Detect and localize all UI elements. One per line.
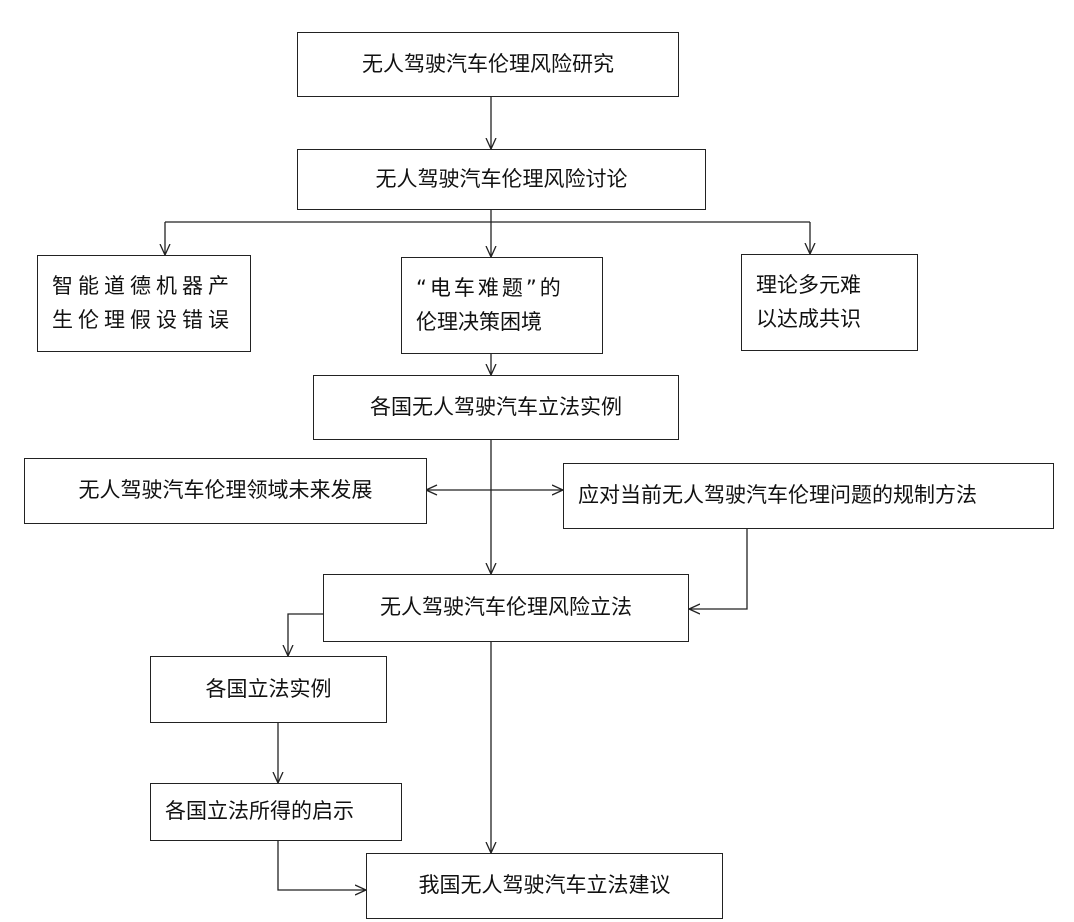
node-risk-legislation-label: 无人驾驶汽车伦理风险立法 [380,595,632,620]
node-trolley: “电车难题”的 伦理决策困境 [401,257,603,354]
node-regulation-methods: 应对当前无人驾驶汽车伦理问题的规制方法 [563,463,1054,529]
arrow-legislation-to-examples [288,613,323,656]
node-smart-moral-line2: 生伦理假设错误 [52,307,234,332]
node-future-development-label: 无人驾驶汽车伦理领域未来发展 [78,478,373,503]
node-research-label: 无人驾驶汽车伦理风险研究 [362,51,614,76]
node-legislation-insights: 各国立法所得的启示 [150,783,402,841]
node-regulation-methods-label: 应对当前无人驾驶汽车伦理问题的规制方法 [578,483,977,508]
node-china-suggestions: 我国无人驾驶汽车立法建议 [366,853,723,919]
node-smart-moral-line1: 智能道德机器产 [52,273,234,298]
arrow-regulation-to-legislation [689,529,748,609]
node-trolley-line1: “电车难题”的 [416,275,564,300]
node-research: 无人驾驶汽车伦理风险研究 [297,32,679,97]
node-legislation-examples: 各国立法实例 [150,656,387,723]
node-legislation-insights-label: 各国立法所得的启示 [165,799,354,824]
node-country-cases-label: 各国无人驾驶汽车立法实例 [370,394,622,419]
node-discussion: 无人驾驶汽车伦理风险讨论 [297,149,706,210]
node-pluralism: 理论多元难 以达成共识 [741,254,918,351]
node-discussion-label: 无人驾驶汽车伦理风险讨论 [375,166,628,191]
node-pluralism-line2: 以达成共识 [756,306,861,331]
node-legislation-examples-label: 各国立法实例 [205,676,332,701]
node-china-suggestions-label: 我国无人驾驶汽车立法建议 [418,873,671,898]
node-country-cases: 各国无人驾驶汽车立法实例 [313,375,679,440]
node-trolley-line2: 伦理决策困境 [416,309,542,334]
arrow-insights-to-china [277,841,366,890]
node-risk-legislation: 无人驾驶汽车伦理风险立法 [323,574,689,642]
node-pluralism-line1: 理论多元难 [756,272,861,297]
node-future-development: 无人驾驶汽车伦理领域未来发展 [24,458,427,524]
node-smart-moral: 智能道德机器产 生伦理假设错误 [37,255,251,352]
